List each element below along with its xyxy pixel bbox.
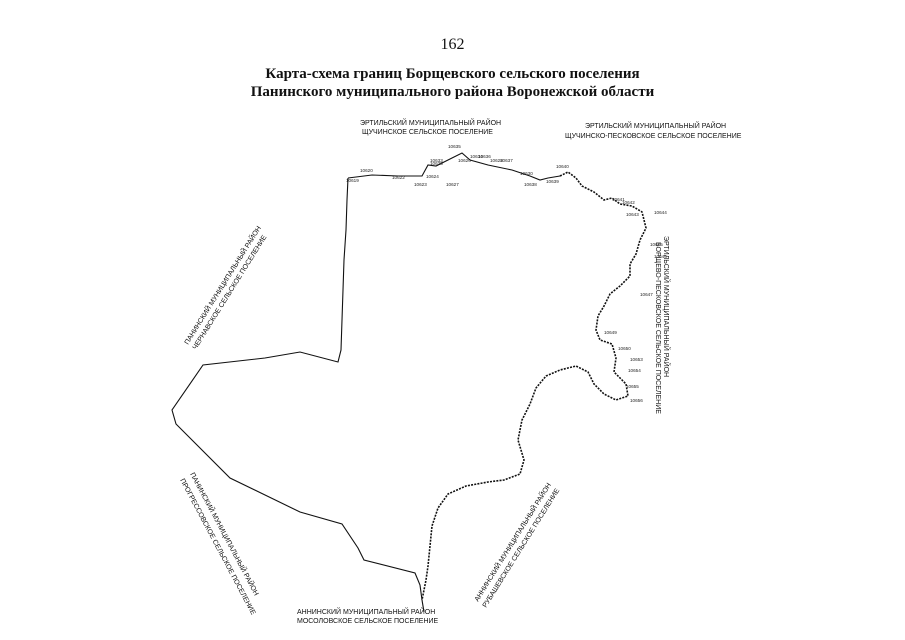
point-label: 10641	[612, 197, 625, 202]
point-label: 10636	[478, 154, 491, 159]
boundary-south-tail	[421, 599, 425, 613]
point-label: 10656	[630, 398, 643, 403]
label-ertil-borshch: ЭРТИЛЬСКИЙ МУНИЦИПАЛЬНЫЙ РАЙОН	[662, 236, 671, 377]
point-label: 10646	[654, 254, 667, 259]
point-label: 10634	[470, 154, 483, 159]
point-label: 10655	[626, 384, 639, 389]
point-label: 10626	[458, 158, 471, 163]
label-annin-rub-2: РУБАШЕВСКОЕ СЕЛЬСКОЕ ПОСЕЛЕНИЕ	[482, 487, 562, 609]
point-label: 10640	[556, 164, 569, 169]
point-label: 10645	[650, 242, 663, 247]
point-label: 10624	[426, 174, 439, 179]
point-label: 10627	[446, 182, 459, 187]
point-label: 10628	[490, 158, 503, 163]
point-label: 10644	[654, 210, 667, 215]
label-panin-chern: ПАНИНСКИЙ МУНИЦИПАЛЬНЫЙ РАЙОН	[182, 224, 263, 346]
point-label: 10647	[640, 292, 653, 297]
label-ertil-shchpesk: ЭРТИЛЬСКИЙ МУНИЦИПАЛЬНЫЙ РАЙОН	[585, 121, 726, 130]
label-ertil-shchpesk-2: ЩУЧИНСКО-ПЕСКОВСКОЕ СЕЛЬСКОЕ ПОСЕЛЕНИЕ	[565, 133, 742, 140]
point-label: 10635	[448, 144, 461, 149]
point-label: 10649	[604, 330, 617, 335]
label-annin-rub: АННИНСКИЙ МУНИЦИПАЛЬНЫЙ РАЙОН	[472, 481, 553, 603]
boundary-west	[171, 177, 423, 601]
point-label: 10622	[392, 175, 405, 180]
point-label: 10620	[360, 168, 373, 173]
point-label: 10637	[500, 158, 513, 163]
label-ertil-borshch-2: БОРЩЕВО-ПЕСКОВСКОЕ СЕЛЬСКОЕ ПОСЕЛЕНИЕ	[654, 242, 661, 414]
point-label: 10643	[626, 212, 639, 217]
point-label: 10653	[630, 357, 643, 362]
boundary-east	[421, 171, 647, 601]
label-panin-progr: ПАНИНСКИЙ МУНИЦИПАЛЬНЫЙ РАЙОН	[188, 471, 261, 597]
point-label: 10625	[430, 161, 443, 166]
point-label: 10654	[628, 368, 641, 373]
label-annin-mosol-2: МОСОЛОВСКОЕ СЕЛЬСКОЕ ПОСЕЛЕНИЕ	[297, 618, 439, 625]
page-number: 162	[440, 36, 465, 53]
point-label: 10638	[524, 182, 537, 187]
boundary-north	[347, 152, 561, 181]
point-label: 10639	[546, 179, 559, 184]
label-annin-mosol: АННИНСКИЙ МУНИЦИПАЛЬНЫЙ РАЙОН	[297, 607, 435, 616]
label-panin-progr-2: ПРОГРЕССОВСКОЕ СЕЛЬСКОЕ ПОСЕЛЕНИЕ	[178, 478, 256, 617]
map-title-line1: Карта-схема границ Борщевского сельского…	[265, 66, 640, 82]
label-ertil-shchuch-2: ЩУЧИНСКОЕ СЕЛЬСКОЕ ПОСЕЛЕНИЕ	[362, 129, 493, 136]
label-panin-chern-2: ЧЕРНАВСКОЕ СЕЛЬСКОЕ ПОСЕЛЕНИЕ	[192, 234, 269, 351]
point-label: 10650	[618, 346, 631, 351]
point-label: 10630	[520, 171, 533, 176]
point-label: 10642	[622, 200, 635, 205]
point-label: 10633	[430, 158, 443, 163]
label-ertil-shchuch: ЭРТИЛЬСКИЙ МУНИЦИПАЛЬНЫЙ РАЙОН	[360, 118, 501, 127]
map-title-line2: Панинского муниципального района Воронеж…	[250, 84, 655, 100]
point-label: 10623	[414, 182, 427, 187]
point-label: 10619	[346, 178, 359, 183]
